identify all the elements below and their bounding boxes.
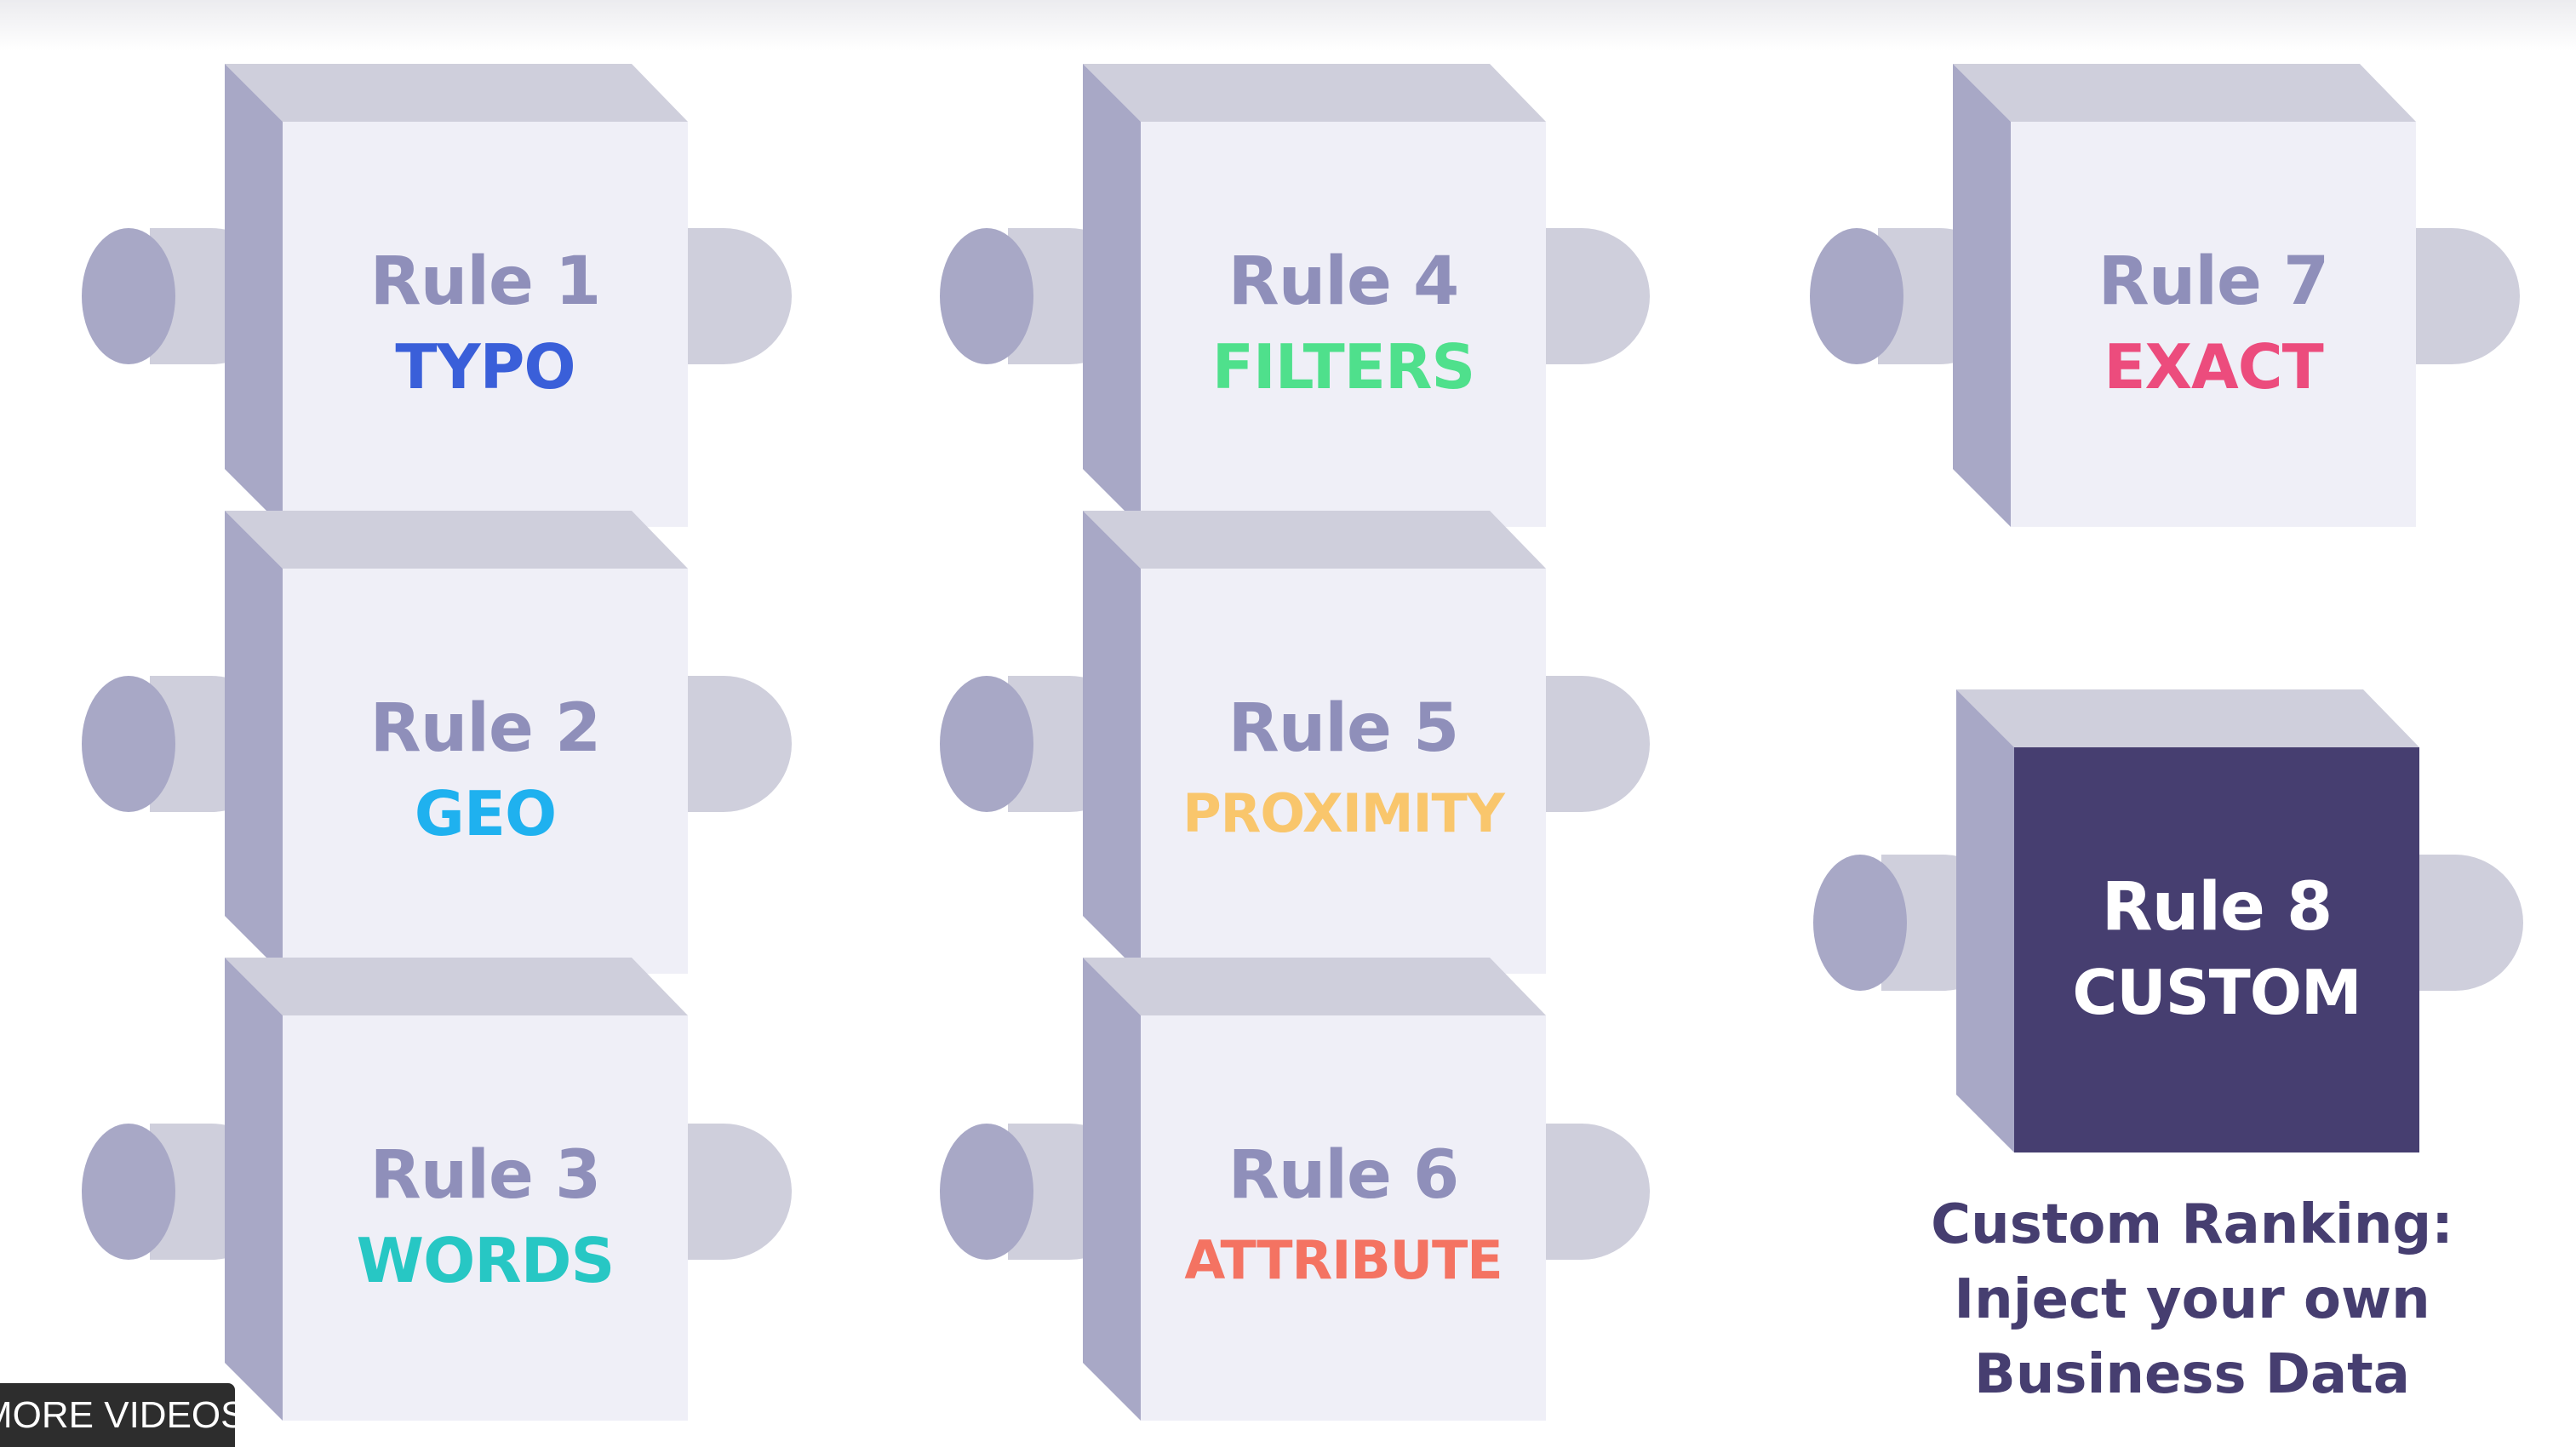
rule-name: WORDS: [356, 1225, 615, 1296]
connector-right-rule-8: [2414, 855, 2523, 991]
rule-label: Rule 8: [2101, 869, 2333, 946]
rule-name: ATTRIBUTE: [1184, 1229, 1503, 1291]
rule-label: Rule 6: [1228, 1137, 1460, 1214]
rule-label: Rule 1: [369, 243, 602, 320]
more-videos-button[interactable]: MORE VIDEOS: [0, 1383, 235, 1447]
rule-name: GEO: [414, 778, 557, 849]
rule-block-1: Rule 1 TYPO: [225, 64, 688, 527]
connector-right-rule-7: [2411, 228, 2520, 364]
rule-name: EXACT: [2104, 331, 2323, 403]
rule-name: FILTERS: [1211, 331, 1476, 403]
caption-line-3: Business Data: [1974, 1343, 2410, 1406]
connector-right-rule-3: [683, 1124, 792, 1260]
connector-right-rule-5: [1541, 676, 1650, 812]
top-fade: [0, 0, 2576, 51]
rule-label: Rule 4: [1228, 243, 1460, 320]
rule-label: Rule 3: [369, 1137, 602, 1214]
rule-block-3: Rule 3 WORDS: [225, 958, 688, 1421]
rule-block-4: Rule 4 FILTERS: [1083, 64, 1546, 527]
rule-label: Rule 2: [369, 690, 602, 767]
rule-block-7: Rule 7 EXACT: [1953, 64, 2416, 527]
custom-ranking-caption: Custom Ranking: Inject your own Business…: [1864, 1187, 2520, 1412]
caption-line-1: Custom Ranking:: [1931, 1193, 2453, 1256]
connector-right-rule-4: [1541, 228, 1650, 364]
rule-name: PROXIMITY: [1182, 782, 1505, 844]
rule-block-5: Rule 5 PROXIMITY: [1083, 511, 1546, 974]
rule-block-6: Rule 6 ATTRIBUTE: [1083, 958, 1546, 1421]
rule-label: Rule 5: [1228, 690, 1460, 767]
connector-right-rule-1: [683, 228, 792, 364]
connector-right-rule-6: [1541, 1124, 1650, 1260]
rule-block-8: Rule 8 CUSTOM: [1956, 689, 2419, 1152]
caption-line-2: Inject your own: [1954, 1268, 2430, 1331]
rule-name: TYPO: [395, 331, 575, 403]
rule-name: CUSTOM: [2072, 957, 2361, 1028]
connector-right-rule-2: [683, 676, 792, 812]
rule-label: Rule 7: [2098, 243, 2330, 320]
rule-block-2: Rule 2 GEO: [225, 511, 688, 974]
